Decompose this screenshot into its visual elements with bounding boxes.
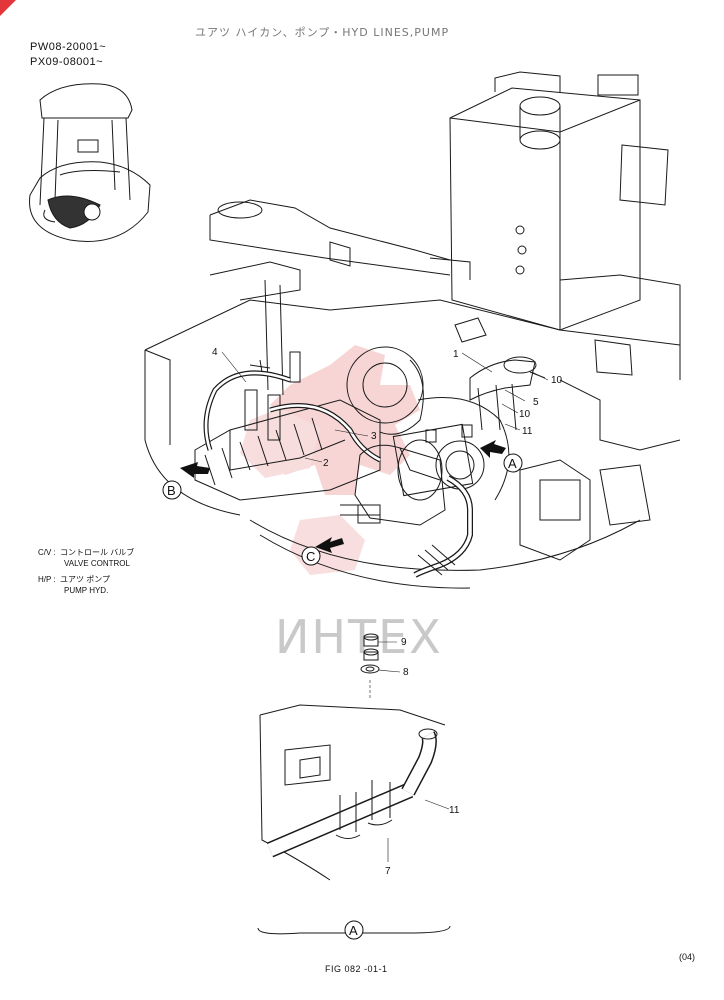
callout-11-upper: 11 xyxy=(522,426,533,437)
serial-range-1: PW08-20001~ xyxy=(30,41,107,53)
legend-jp: コントロール バルブ xyxy=(60,548,135,557)
page-title: ユアツ ハイカン、ポンプ・HYD LINES,PUMP xyxy=(195,26,450,39)
hydraulic-pump xyxy=(340,423,485,578)
legend-jp: ユアツ ポンプ xyxy=(60,575,110,584)
serial-range-2: PX09-08001~ xyxy=(30,56,104,68)
callout-10-lower: 10 xyxy=(519,409,531,420)
view-a-detail-label: A xyxy=(349,923,358,938)
view-b-label: B xyxy=(167,483,176,498)
clamp-assembly xyxy=(469,356,546,431)
legend-code: H/P : xyxy=(38,575,56,584)
callout-9: 9 xyxy=(401,637,407,648)
callout-8: 8 xyxy=(403,667,409,678)
view-c-circle xyxy=(301,546,321,566)
legend-en: PUMP HYD. xyxy=(64,586,109,595)
control-valve-assembly xyxy=(194,351,382,501)
callout-1: 1 xyxy=(453,349,459,360)
watermark-text: ИНТЕХ xyxy=(275,610,443,664)
view-a-detail-circle xyxy=(344,920,364,940)
view-b-arrow xyxy=(180,462,210,478)
view-reference-markers: A B C A xyxy=(162,453,523,940)
callout-5: 5 xyxy=(533,397,539,408)
view-a-arrow xyxy=(480,440,506,458)
callout-3: 3 xyxy=(371,431,377,442)
view-a-label: A xyxy=(508,456,517,471)
figure-number: FIG 082 -01-1 xyxy=(325,964,388,974)
legend-hydraulic-pump: H/P : ユアツ ポンプ PUMP HYD. xyxy=(38,574,110,596)
upper-structure xyxy=(144,71,681,589)
view-c-label: C xyxy=(306,549,315,564)
revision-label: (04) xyxy=(679,952,696,962)
view-arrows xyxy=(180,440,506,553)
legend-code: C/V : xyxy=(38,548,56,557)
legend-control-valve: C/V : コントロール バルブ VALVE CONTROL xyxy=(38,547,134,569)
callout-numbers: 4 1 10 5 10 11 3 2 9 8 11 7 xyxy=(212,347,563,877)
callout-7: 7 xyxy=(385,866,391,877)
view-b-circle xyxy=(162,480,182,500)
leader-lines xyxy=(221,351,549,862)
view-a-circle xyxy=(503,453,523,473)
view-c-arrow xyxy=(315,537,344,553)
legend-en: VALVE CONTROL xyxy=(64,559,130,568)
machine-thumbnail xyxy=(29,83,151,242)
callout-11-lower: 11 xyxy=(449,805,460,816)
detail-view-a xyxy=(257,633,451,935)
callout-10-upper: 10 xyxy=(551,375,563,386)
callout-2: 2 xyxy=(323,458,329,469)
callout-4: 4 xyxy=(212,347,218,358)
